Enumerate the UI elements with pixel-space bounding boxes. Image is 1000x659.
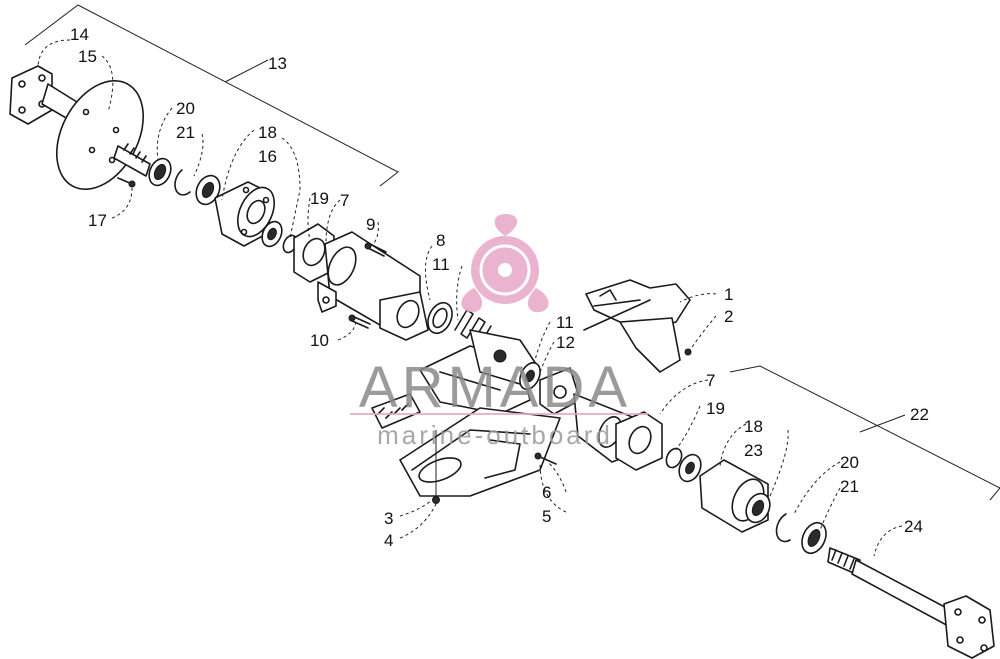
callout-21: 21	[176, 123, 195, 142]
snap-ring-right	[775, 513, 791, 543]
bearing-20-21	[148, 157, 172, 187]
callout-18-right: 18	[744, 417, 763, 436]
snap-ring-left	[174, 169, 191, 196]
callout-19-right: 19	[706, 399, 725, 418]
callout-1: 1	[724, 285, 733, 304]
callout-5: 5	[542, 507, 551, 526]
callout-14: 14	[70, 25, 89, 44]
mounting-bracket	[583, 279, 692, 373]
assembly-bracket-13	[24, 4, 399, 187]
bolt-3-4	[432, 430, 440, 504]
watermark-sub: marine-outboard	[377, 420, 613, 450]
callout-24: 24	[904, 517, 923, 536]
leader-lines	[37, 39, 903, 557]
callout-20-right: 20	[840, 453, 859, 472]
axle-housing-left	[317, 231, 429, 341]
callout-23: 23	[744, 441, 763, 460]
bearing-18-left	[195, 174, 221, 206]
bearing-20-21-right	[801, 521, 827, 555]
seal-19-right	[665, 447, 702, 483]
seal-left	[261, 220, 298, 254]
bearing-18-right	[745, 492, 771, 524]
callout-11: 11	[432, 255, 450, 274]
callout-7: 7	[340, 191, 349, 210]
callout-21-right: 21	[840, 477, 859, 496]
callout-13: 13	[268, 54, 287, 73]
callout-7-right: 7	[706, 371, 715, 390]
armada-watermark: ARMADA marine-outboard	[350, 214, 648, 450]
callout-20: 20	[176, 99, 195, 118]
propeller-logo	[461, 214, 549, 313]
bolt-17	[117, 177, 136, 188]
left-axle-shaft	[9, 65, 151, 191]
callout-22: 22	[910, 405, 929, 424]
lower-cover	[399, 407, 561, 497]
callout-8: 8	[436, 231, 445, 250]
callout-12: 12	[556, 333, 575, 352]
callout-6: 6	[542, 483, 551, 502]
callout-9: 9	[366, 215, 375, 234]
bolt-9	[364, 242, 387, 257]
bearing-carrier-16	[214, 181, 275, 247]
seal-12	[519, 361, 541, 391]
callout-labels: 14 15 13 20 21 18 16 17 19 7 9 8 11 10 1…	[70, 25, 929, 550]
assembly-bracket-22	[729, 365, 1000, 501]
axle-housing-right	[573, 393, 663, 471]
callout-16: 16	[258, 147, 277, 166]
watermark-brand: ARMADA	[359, 355, 631, 420]
bolt-10	[348, 314, 371, 329]
callout-2: 2	[724, 307, 733, 326]
o-ring-8	[427, 301, 453, 335]
output-flange-right	[539, 367, 581, 415]
callout-17: 17	[88, 211, 107, 230]
callout-11-right: 11	[556, 313, 574, 332]
callout-3: 3	[384, 509, 393, 528]
callout-18: 18	[258, 123, 277, 142]
bolt-5-6	[534, 452, 557, 465]
callout-19: 19	[310, 189, 329, 208]
callout-15: 15	[78, 47, 97, 66]
callout-10: 10	[310, 331, 329, 350]
right-axle-shaft	[827, 547, 995, 659]
callout-4: 4	[384, 531, 393, 550]
